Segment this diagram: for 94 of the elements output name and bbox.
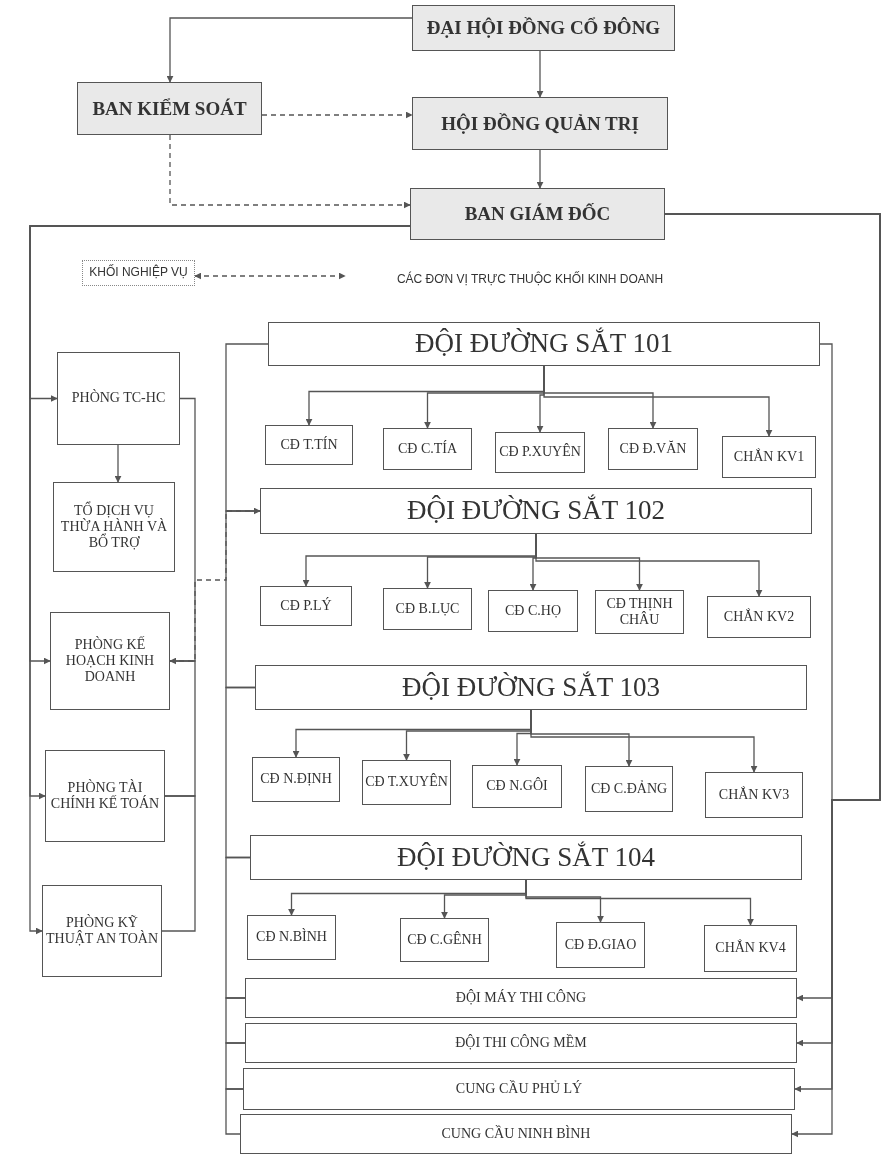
org-box: [400, 918, 489, 962]
org-box: [608, 428, 698, 470]
connector-arrow: [194, 272, 346, 280]
connector-arrow: [535, 533, 763, 597]
org-box: [362, 760, 451, 805]
box-label: CUNG CẦU NINH BÌNH: [441, 1125, 591, 1143]
box-label: BAN KIỂM SOÁT: [92, 97, 247, 120]
box-label: PHÒNG KẾ HOẠCH KINH DOANH: [64, 636, 156, 686]
org-box: [410, 188, 665, 240]
org-box: [45, 750, 165, 842]
box-label: TỔ DỊCH VỤ THỪA HÀNH VÀ BỔ TRỢ: [59, 502, 169, 552]
org-box: [412, 5, 675, 51]
box-label: ĐỘI ĐƯỜNG SẮT 104: [396, 841, 656, 873]
connector-line: [225, 343, 269, 512]
org-box: [57, 352, 180, 445]
org-box: [472, 765, 562, 808]
box-label: HỘI ĐỒNG QUẢN TRỊ: [441, 112, 639, 135]
box-label: CĐ Đ.GIAO: [564, 936, 637, 954]
connector-arrow: [114, 444, 122, 483]
org-box: [704, 925, 797, 972]
box-label: CĐ P.LÝ: [280, 597, 332, 615]
box-label: CHẮN KV4: [715, 940, 786, 957]
box-label: CĐ C.TÍA: [397, 440, 458, 458]
box-label: CĐ C.ĐẢNG: [590, 780, 668, 798]
connector-arrow: [261, 111, 413, 119]
org-box: [556, 922, 645, 968]
org-box: [412, 97, 668, 150]
box-label: CĐ N.BÌNH: [256, 929, 327, 946]
org-box: [383, 428, 472, 470]
connector-arrow: [543, 365, 773, 437]
org-box: [383, 588, 472, 630]
org-box: [722, 436, 816, 478]
connector-arrow: [536, 149, 544, 189]
box-label: CĐ P.XUYÊN: [499, 444, 581, 461]
org-box: [488, 590, 578, 632]
box-label: CÁC ĐƠN VỊ TRỰC THUỘC KHỐI KINH DOANH: [396, 273, 664, 287]
box-label: PHÒNG TÀI CHÍNH KẾ TOÁN: [49, 779, 161, 813]
connector-line: [225, 686, 256, 859]
connector-line: [225, 1042, 246, 1090]
box-label: CĐ N.GÔI: [486, 778, 548, 795]
connector-line: [161, 795, 196, 932]
org-box: [50, 612, 170, 710]
org-box: [260, 586, 352, 626]
box-label: CUNG CẦU PHỦ LÝ: [455, 1080, 583, 1098]
connector-arrow: [525, 879, 754, 926]
box-label: ĐẠI HỘI ĐỒNG CỔ ĐÔNG: [426, 17, 661, 39]
org-box: [265, 425, 353, 465]
connector-arrow: [536, 50, 544, 98]
box-label: CĐ T.TÍN: [280, 436, 338, 454]
connector-arrow: [166, 17, 413, 83]
org-box: [42, 885, 162, 977]
org-box: [247, 915, 336, 960]
connector-arrow: [169, 507, 261, 665]
connector-line: [225, 1088, 244, 1135]
org-box: [705, 772, 803, 818]
org-box: [252, 757, 340, 802]
box-label: PHÒNG TC-HC: [71, 390, 166, 407]
org-box: [240, 1114, 792, 1154]
box-label: CĐ Đ.VĂN: [619, 440, 687, 458]
box-label: CHẮN KV1: [733, 448, 805, 466]
org-box: [595, 590, 684, 634]
connector-arrow: [530, 709, 758, 773]
box-label: CĐ T.XUYÊN: [365, 774, 448, 791]
org-box: [268, 322, 820, 366]
box-label: BAN GIÁM ĐỐC: [464, 203, 611, 225]
org-box: [243, 1068, 795, 1110]
box-label: ĐỘI ĐƯỜNG SẮT 102: [406, 495, 666, 527]
org-box: [260, 488, 812, 534]
org-box: [495, 432, 585, 473]
org-box: [77, 82, 262, 135]
box-label: CĐ THỊNH CHÂU: [605, 595, 674, 629]
org-box: [245, 1023, 797, 1063]
org-box: [82, 260, 195, 286]
box-label: CĐ C.HỌ: [505, 602, 561, 620]
org-box: [250, 835, 802, 880]
box-label: PHÒNG KỸ THUẬT AN TOÀN: [45, 914, 159, 948]
box-label: ĐỘI ĐƯỜNG SẮT 101: [414, 328, 674, 360]
box-label: CĐ B.LỤC: [395, 600, 460, 618]
box-label: KHỐI NGHIỆP VỤ: [89, 266, 188, 280]
org-box: [255, 665, 807, 710]
connector-arrow: [169, 134, 411, 209]
box-label: CĐ C.GÊNH: [407, 931, 482, 949]
box-label: ĐỘI THI CÔNG MỀM: [455, 1034, 587, 1052]
org-box: [707, 596, 811, 638]
org-box: [53, 482, 175, 572]
box-label: CHẮN KV3: [718, 786, 790, 804]
connector-line: [225, 856, 251, 999]
box-label: CĐ N.ĐỊNH: [260, 771, 332, 788]
box-label: ĐỘI MÁY THI CÔNG: [455, 989, 587, 1007]
org-box: [245, 978, 797, 1018]
connector-line: [225, 997, 246, 1044]
box-label: ĐỘI ĐƯỜNG SẮT 103: [401, 671, 661, 703]
org-box: [585, 766, 673, 812]
box-label: CHẮN KV2: [723, 608, 795, 626]
